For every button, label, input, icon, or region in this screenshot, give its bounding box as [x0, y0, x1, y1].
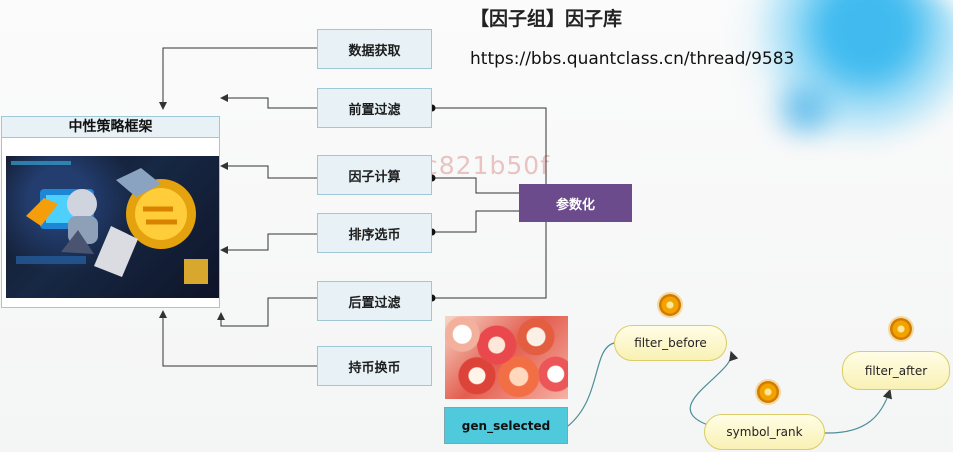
source-url-link[interactable]: https://bbs.quantclass.cn/thread/9583 — [470, 49, 795, 69]
curve-gen-to-filter-before — [567, 342, 615, 427]
post-filter-step: 后置过滤 — [317, 281, 432, 321]
framework-title: 中性策略框架 — [2, 117, 219, 138]
candy-illustration — [445, 316, 568, 399]
curve-rank-to-filter-before — [689, 350, 739, 427]
filter-after-node: filter_after — [842, 351, 950, 390]
watermark-text: c821b50f — [424, 151, 550, 180]
strategy-art — [11, 161, 208, 284]
gear-icon — [655, 290, 685, 320]
connector-sort-select — [220, 233, 317, 254]
gear-icon — [753, 377, 783, 407]
parameterization-box: 参数化 — [519, 184, 632, 222]
param-link-factor-calc — [432, 177, 519, 194]
data-fetch-step: 数据获取 — [317, 29, 432, 69]
symbol-rank-node: symbol_rank — [704, 414, 825, 450]
param-link-post-filter — [432, 221, 547, 299]
connector-post-filter — [217, 297, 317, 327]
param-link-sort-select — [432, 210, 519, 233]
connector-pre-filter — [220, 94, 317, 109]
gen-selected-box: gen_selected — [444, 407, 568, 444]
gear-icon — [886, 314, 916, 344]
framework-panel: 中性策略框架 — [1, 116, 220, 308]
connector-hold-swap — [159, 310, 317, 367]
connector-factor-calc — [220, 162, 317, 179]
curve-rank-to-filter-after — [824, 388, 893, 434]
blue-splash-accent — [760, 80, 850, 140]
factor-calc-step: 因子计算 — [317, 155, 432, 195]
strategy-illustration — [6, 156, 219, 298]
title-text: 【因子组】因子库 — [470, 8, 623, 30]
connector-data-fetch — [159, 47, 317, 110]
param-link-pre-filter — [432, 107, 547, 184]
sort-select-step: 排序选币 — [317, 213, 432, 253]
filter-before-node: filter_before — [614, 325, 727, 361]
hold-swap-step: 持币换币 — [317, 346, 432, 386]
pre-filter-step: 前置过滤 — [317, 88, 432, 128]
